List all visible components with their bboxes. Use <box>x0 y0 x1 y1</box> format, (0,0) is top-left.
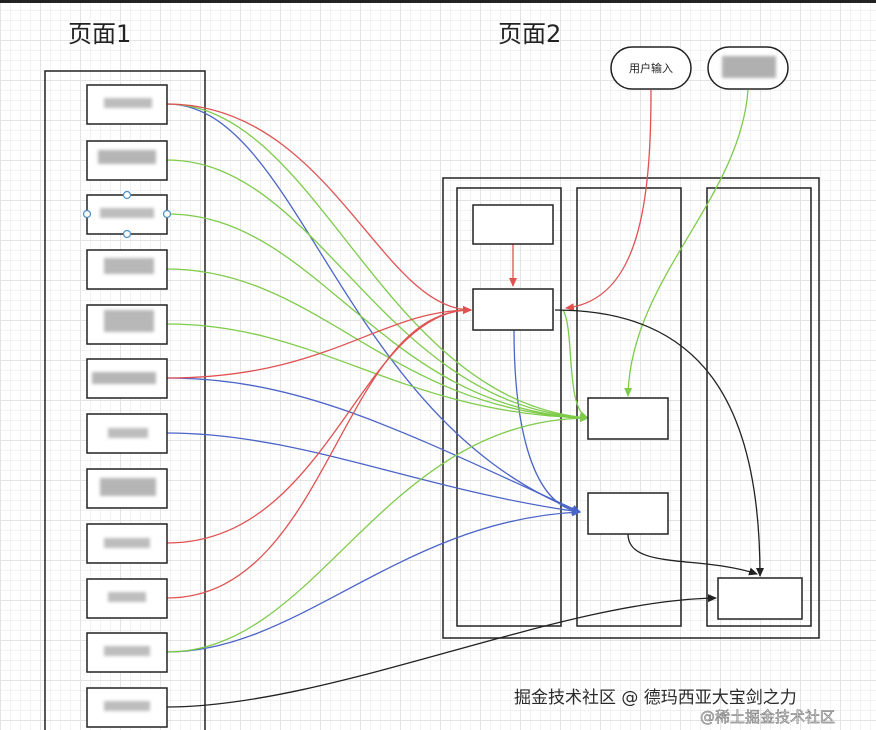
page2-container[interactable] <box>442 177 820 639</box>
resize-handle-bottom[interactable] <box>122 229 132 239</box>
illegible-label <box>104 538 150 548</box>
connector-blue[interactable] <box>166 377 581 513</box>
selection-handles <box>82 190 172 239</box>
connector-red[interactable] <box>565 89 652 312</box>
illegible-label <box>722 56 776 78</box>
connector-green[interactable] <box>166 103 589 422</box>
page2-column-3[interactable] <box>706 187 812 627</box>
page2-node[interactable] <box>472 288 554 331</box>
illegible-label <box>100 208 154 218</box>
illegible-labels <box>92 56 796 711</box>
watermark-secondary: @稀土掘金技术社区 <box>700 708 835 726</box>
connector-green[interactable] <box>166 159 589 422</box>
connector-red[interactable] <box>166 306 472 544</box>
page2-node[interactable] <box>587 397 669 440</box>
connector-red[interactable] <box>166 103 472 314</box>
page2-column-1[interactable] <box>456 187 562 627</box>
illegible-label <box>100 478 156 496</box>
page1-nodes <box>86 84 168 728</box>
connector-green[interactable] <box>624 89 749 397</box>
page2-column-2[interactable] <box>576 187 682 627</box>
watermark-main: 掘金技术社区 @ 德玛西亚大宝剑之力 <box>514 688 797 708</box>
page2-node[interactable] <box>717 577 803 620</box>
connector-red[interactable] <box>166 306 472 599</box>
page2-node[interactable] <box>587 492 669 535</box>
page2-title: 页面2 <box>498 20 561 48</box>
top-border <box>0 0 876 3</box>
connector-green[interactable] <box>562 309 589 420</box>
resize-handle-right[interactable] <box>162 209 172 219</box>
illegible-label <box>92 372 156 384</box>
connector-blue[interactable] <box>513 329 581 515</box>
illegible-label <box>104 258 154 274</box>
connector-blue[interactable] <box>166 508 581 653</box>
illegible-label <box>104 701 150 711</box>
page1-container[interactable] <box>44 70 206 730</box>
connector-blue[interactable] <box>166 432 581 515</box>
illegible-label <box>108 428 148 438</box>
connectors <box>166 89 764 708</box>
resize-handle-top[interactable] <box>122 190 132 200</box>
connector-black[interactable] <box>166 594 717 708</box>
illegible-label <box>104 646 150 656</box>
connector-black[interactable] <box>627 533 758 576</box>
page2-node[interactable] <box>472 204 554 245</box>
user-input-label: 用户输入 <box>629 61 673 75</box>
illegible-label <box>108 592 146 602</box>
illegible-label <box>104 310 154 332</box>
illegible-label <box>104 98 152 108</box>
connector-green[interactable] <box>166 414 589 653</box>
connector-black[interactable] <box>554 309 764 577</box>
illegible-label <box>98 150 156 164</box>
connector-green[interactable] <box>166 268 589 422</box>
connector-red[interactable] <box>166 306 472 379</box>
connector-blue[interactable] <box>166 103 581 513</box>
page1-title: 页面1 <box>68 20 131 48</box>
connector-green[interactable] <box>166 213 589 422</box>
page2-nodes <box>472 204 803 620</box>
connector-green[interactable] <box>166 323 589 422</box>
resize-handle-left[interactable] <box>82 209 92 219</box>
user-input-node[interactable] <box>610 46 692 90</box>
